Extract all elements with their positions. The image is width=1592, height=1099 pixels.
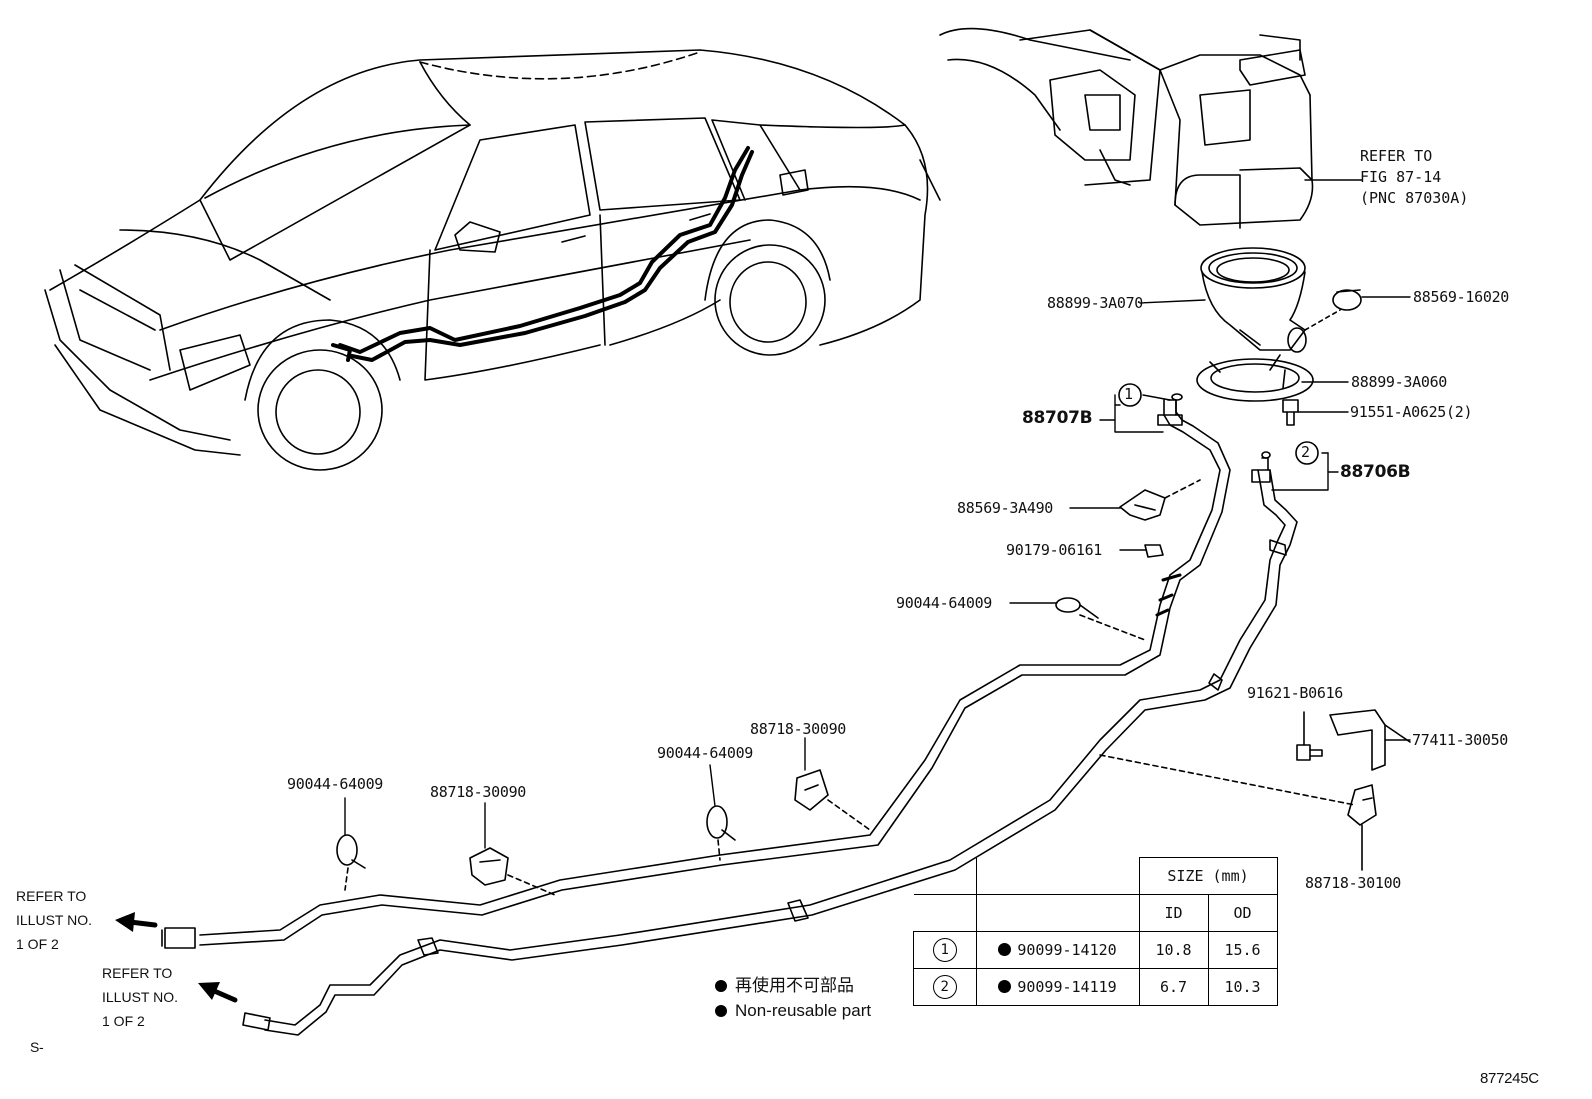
clip-88718-30100 [1099, 754, 1377, 871]
size-header: SIZE (mm) [1138, 857, 1278, 895]
label-91621-B0616: 91621-B0616 [1247, 684, 1344, 702]
bullet-icon [715, 980, 727, 992]
note-jp: 再使用不可部品 [715, 974, 854, 998]
cell-od: 10.3 [1207, 968, 1278, 1006]
label-88899-3A070: 88899-3A070 [1047, 294, 1144, 312]
callout-1: 1 [1124, 385, 1133, 403]
hose-88707b [161, 399, 1231, 949]
clip-88718-right [794, 769, 871, 831]
mark-2: 2 [932, 975, 957, 999]
part-number: 90099-14120 [1017, 941, 1117, 959]
pump-grommet [1200, 247, 1307, 353]
hose-88706b [242, 469, 1298, 1036]
note-en: Non-reusable part [715, 999, 871, 1023]
label-88707B: 88707B [1022, 408, 1093, 428]
bracket-77411 [1329, 709, 1411, 771]
cell-id: 10.8 [1138, 931, 1209, 969]
nozzle-fittings [1157, 393, 1271, 483]
tie-90044-middle [706, 805, 736, 861]
refer-arrows [115, 912, 238, 1003]
car-illustration [44, 49, 941, 471]
table-row: 1 90099-14120 10.8 15.6 [913, 931, 1278, 969]
nut-90179 [1144, 544, 1164, 558]
refer-illust-lower: REFER TO ILLUST NO. 1 OF 2 [102, 965, 178, 1029]
col-od: OD [1207, 894, 1278, 932]
washer-tank [939, 27, 1314, 229]
label-88569-16020: 88569-16020 [1413, 288, 1510, 306]
part-number: 90099-14119 [1017, 978, 1117, 996]
leader-lines [344, 179, 1411, 849]
footer-left: S- [30, 1039, 44, 1055]
label-90044-64009-upper: 90044-64009 [896, 594, 993, 612]
label-91551-A0625: 91551-A0625(2) [1350, 403, 1473, 421]
retainer-ring [1196, 354, 1314, 402]
label-88718-30090-right: 88718-30090 [750, 720, 847, 738]
label-88899-3A060: 88899-3A060 [1351, 373, 1448, 391]
label-88718-30090-left: 88718-30090 [430, 783, 527, 801]
figure-code: 877245C [1480, 1070, 1539, 1087]
tie-90044-upper [1055, 597, 1146, 641]
clamp-88569-16020 [1304, 289, 1362, 331]
table-row: 2 90099-14119 6.7 10.3 [913, 968, 1278, 1006]
bullet-icon [715, 1005, 727, 1017]
refer-illust-upper: REFER TO ILLUST NO. 1 OF 2 [16, 888, 92, 952]
label-88706B: 88706B [1340, 462, 1411, 482]
bullet-icon [998, 980, 1012, 993]
callout-circles [1118, 383, 1319, 465]
label-90044-64009-middle: 90044-64009 [657, 744, 754, 762]
bolt-91551 [1282, 399, 1299, 426]
cell-od: 15.6 [1207, 931, 1278, 969]
size-table: SIZE (mm) ID OD 1 90099-14120 10.8 15.6 … [913, 857, 1278, 1006]
clip-88718-left [469, 847, 556, 896]
car-hose-route [331, 146, 754, 362]
label-88569-3A490: 88569-3A490 [957, 499, 1054, 517]
label-77411-30050: 77411-30050 [1412, 731, 1509, 749]
col-id: ID [1138, 894, 1209, 932]
mark-1: 1 [932, 938, 957, 962]
clamp-88569-3A490 [1119, 479, 1201, 521]
label-90179-06161: 90179-06161 [1006, 541, 1103, 559]
label-90044-64009-left: 90044-64009 [287, 775, 384, 793]
callout-2: 2 [1301, 443, 1310, 461]
label-88718-30100: 88718-30100 [1305, 874, 1402, 892]
bullet-icon [998, 943, 1012, 956]
refer-fig-note: REFER TO FIG 87-14 (PNC 87030A) [1360, 147, 1469, 207]
bolt-91621 [1296, 711, 1323, 761]
tie-90044-left [336, 834, 366, 891]
cell-id: 6.7 [1138, 968, 1209, 1006]
